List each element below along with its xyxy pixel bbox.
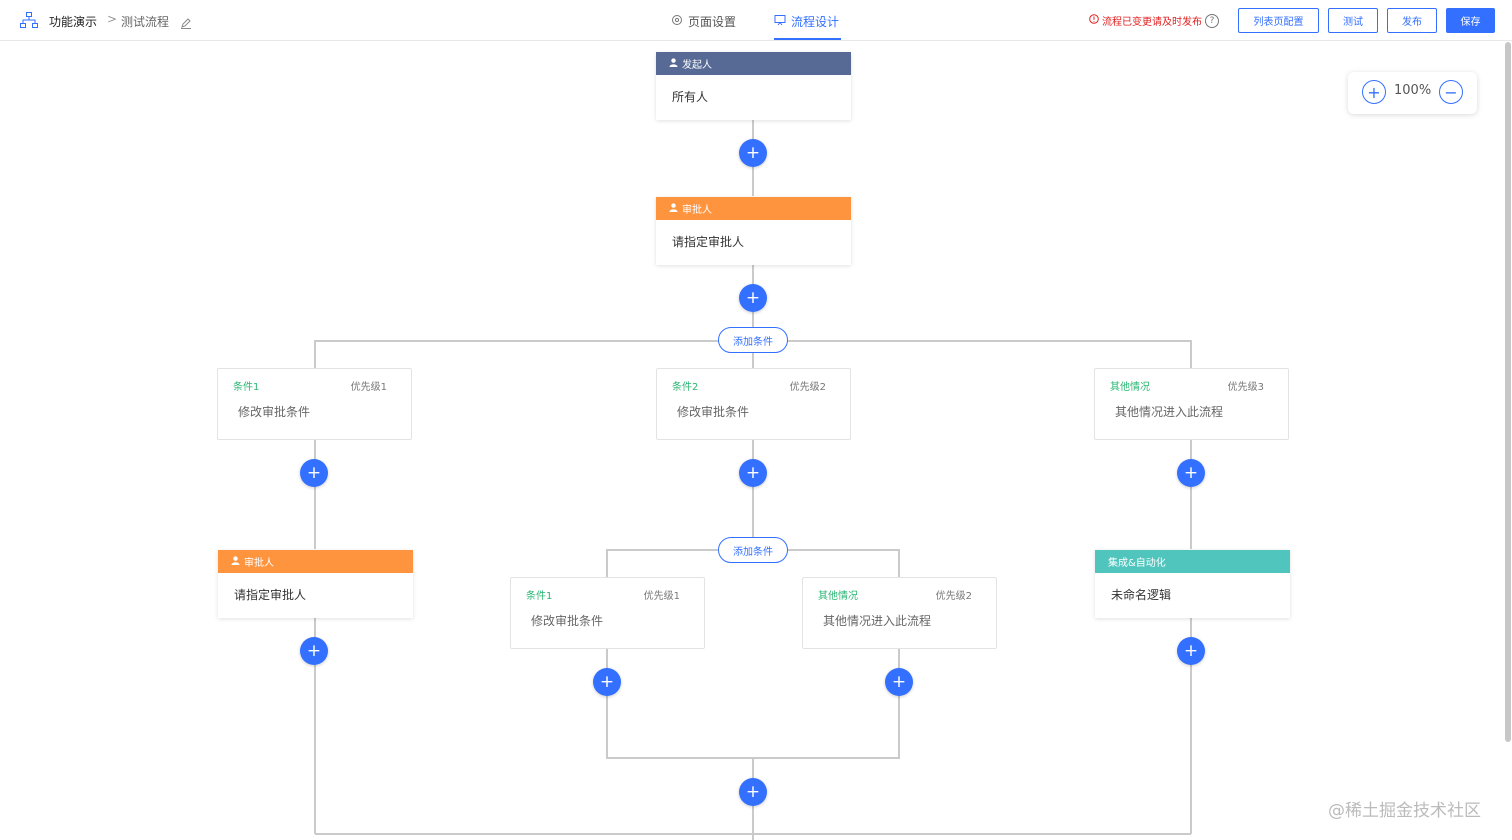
condition-card[interactable]: 条件1 优先级1 修改审批条件 [217,368,412,440]
node-header: 审批人 [218,550,413,573]
condition-card[interactable]: 其他情况 优先级2 其他情况进入此流程 [802,577,997,649]
save-button[interactable]: 保存 [1446,8,1495,33]
tab-label: 页面设置 [688,15,737,29]
add-node-button[interactable]: + [739,459,767,487]
approver-node[interactable]: 审批人 请指定审批人 [656,197,851,265]
user-icon [231,555,240,568]
add-node-button[interactable]: + [300,637,328,665]
add-node-button[interactable]: + [300,459,328,487]
add-node-button[interactable]: + [885,668,913,696]
node-title: 审批人 [244,558,274,569]
node-title: 发起人 [682,60,712,71]
flow-chart-icon [20,12,38,28]
tab-page-settings[interactable]: 页面设置 [671,13,736,30]
condition-card[interactable]: 条件2 优先级2 修改审批条件 [656,368,851,440]
zoom-level: 100% [1394,83,1432,98]
node-header: 发起人 [656,52,851,75]
condition-text: 修改审批条件 [531,614,604,628]
approver-node[interactable]: 审批人 请指定审批人 [218,550,413,618]
add-node-button[interactable]: + [739,778,767,806]
condition-name: 条件1 [233,382,260,393]
vertical-scrollbar[interactable] [1505,42,1511,742]
node-body: 请指定审批人 [672,235,745,249]
warning-text: 流程已变更请及时发布 [1102,17,1202,28]
flow-name: 测试流程 [121,15,170,29]
add-condition-button[interactable]: 添加条件 [718,537,788,563]
publish-button[interactable]: 发布 [1387,8,1437,33]
user-icon [669,57,678,70]
tab-flow-design[interactable]: 流程设计 [774,13,839,30]
publish-warning: 流程已变更请及时发布 ? [1089,13,1219,28]
node-body: 未命名逻辑 [1111,588,1172,602]
condition-priority: 优先级2 [935,591,972,602]
condition-text: 其他情况进入此流程 [823,614,932,628]
list-config-button[interactable]: 列表页配置 [1238,8,1319,33]
node-header: 集成&自动化 [1095,550,1290,573]
node-title: 审批人 [682,205,712,216]
condition-text: 修改审批条件 [238,405,311,419]
flow-design-icon [774,14,786,29]
app-title[interactable]: 功能演示 [49,15,98,29]
add-node-button[interactable]: + [1177,637,1205,665]
edit-icon[interactable] [180,14,192,29]
add-node-button[interactable]: + [739,139,767,167]
condition-text: 修改审批条件 [677,405,750,419]
condition-priority: 优先级3 [1227,382,1264,393]
zoom-out-button[interactable]: − [1439,80,1463,104]
warning-icon [1089,14,1099,27]
add-condition-button[interactable]: 添加条件 [718,327,788,353]
zoom-in-button[interactable]: + [1362,80,1386,104]
active-tab-indicator [774,38,841,40]
node-title: 集成&自动化 [1108,558,1166,569]
condition-card[interactable]: 条件1 优先级1 修改审批条件 [510,577,705,649]
node-header: 审批人 [656,197,851,220]
node-body: 请指定审批人 [234,588,307,602]
automation-node[interactable]: 集成&自动化 未命名逻辑 [1095,550,1290,618]
node-body: 所有人 [672,90,709,104]
top-bar: 功能演示 > 测试流程 页面设置 流程设计 流程已变更请及时发布 ? 列表页配置… [0,0,1512,41]
condition-name: 其他情况 [1110,382,1150,393]
add-node-button[interactable]: + [593,668,621,696]
add-node-button[interactable]: + [739,284,767,312]
tab-label: 流程设计 [791,15,840,29]
condition-text: 其他情况进入此流程 [1115,405,1224,419]
condition-name: 条件2 [672,382,699,393]
zoom-control: + 100% − [1348,72,1477,114]
condition-card[interactable]: 其他情况 优先级3 其他情况进入此流程 [1094,368,1289,440]
help-icon[interactable]: ? [1205,13,1219,28]
user-icon [669,202,678,215]
condition-name: 其他情况 [818,591,858,602]
watermark: @稀土掘金技术社区 [1328,801,1481,821]
condition-name: 条件1 [526,591,553,602]
gear-icon [671,14,683,29]
initiator-node[interactable]: 发起人 所有人 [656,52,851,120]
test-button[interactable]: 测试 [1328,8,1378,33]
condition-priority: 优先级1 [350,382,387,393]
condition-priority: 优先级1 [643,591,680,602]
breadcrumb-separator: > [107,12,118,26]
add-node-button[interactable]: + [1177,459,1205,487]
condition-priority: 优先级2 [789,382,826,393]
